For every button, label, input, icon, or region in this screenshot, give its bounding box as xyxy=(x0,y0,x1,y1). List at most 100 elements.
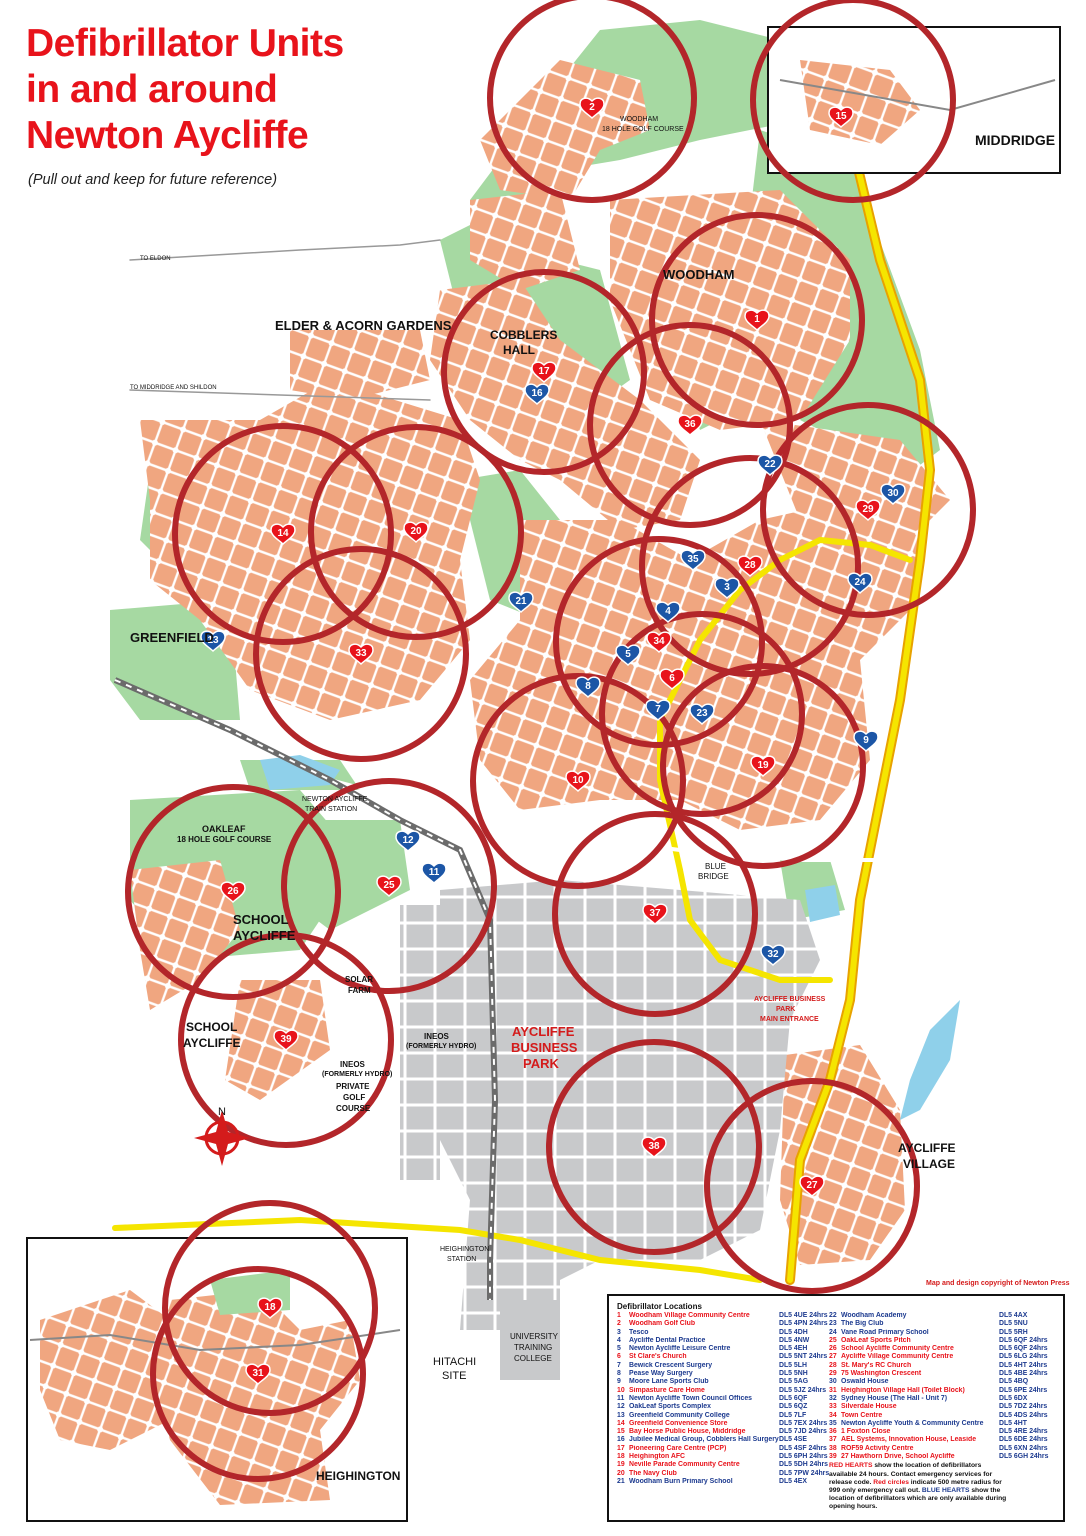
legend-location-name: School Aycliffe Community Centre xyxy=(841,1345,954,1353)
defibrillator-marker-6[interactable]: 6 xyxy=(659,668,685,691)
coverage-circles xyxy=(125,0,976,1482)
coverage-circle xyxy=(760,402,976,618)
defibrillator-marker-30[interactable]: 30 xyxy=(880,483,906,506)
defibrillator-marker-32[interactable]: 32 xyxy=(760,944,786,967)
defibrillator-marker-20[interactable]: 20 xyxy=(403,521,429,544)
defibrillator-marker-15[interactable]: 15 xyxy=(828,106,854,129)
legend-location-name: Woodham Village Community Centre xyxy=(629,1312,750,1319)
defibrillator-marker-9[interactable]: 9 xyxy=(853,730,879,753)
north-compass-icon xyxy=(194,1110,250,1166)
defibrillator-marker-33[interactable]: 33 xyxy=(348,643,374,666)
defibrillator-marker-35[interactable]: 35 xyxy=(680,549,706,572)
marker-number: 5 xyxy=(625,649,631,660)
middridge-inset xyxy=(767,26,1061,174)
label-ineos-3: INEOS xyxy=(340,1060,365,1069)
legend-postcode: DL5 6XN 24hrs xyxy=(999,1444,1048,1452)
defibrillator-marker-29[interactable]: 29 xyxy=(855,499,881,522)
label-to-middridge: TO MIDDRIDGE AND SHILDON xyxy=(130,385,217,391)
defibrillator-marker-17[interactable]: 17 xyxy=(531,361,557,384)
blue-heart-icon xyxy=(645,699,671,722)
legend-number: 19 xyxy=(617,1461,625,1469)
defibrillator-marker-2[interactable]: 2 xyxy=(579,97,605,120)
defibrillator-marker-21[interactable]: 21 xyxy=(508,591,534,614)
markers[interactable]: 1234567891011121314151617181920212223242… xyxy=(200,97,906,1386)
defibrillator-marker-25[interactable]: 25 xyxy=(376,875,402,898)
legend-location-name: Woodham Burn Primary School xyxy=(629,1477,733,1485)
residential-areas xyxy=(40,50,950,1500)
label-cobblers-hall: COBBLERS xyxy=(490,328,558,342)
marker-number: 32 xyxy=(767,949,779,960)
defibrillator-marker-10[interactable]: 10 xyxy=(565,770,591,793)
legend-number: 7 xyxy=(617,1361,621,1369)
defibrillator-marker-26[interactable]: 26 xyxy=(220,881,246,904)
legend-number: 28 xyxy=(829,1361,837,1369)
legend-postcode: DL5 6QF xyxy=(779,1394,808,1402)
defibrillator-marker-8[interactable]: 8 xyxy=(575,676,601,699)
marker-number: 38 xyxy=(648,1141,660,1152)
defibrillator-marker-38[interactable]: 38 xyxy=(641,1136,667,1159)
defibrillator-marker-24[interactable]: 24 xyxy=(847,572,873,595)
defibrillator-marker-11[interactable]: 11 xyxy=(421,862,447,885)
defibrillator-marker-19[interactable]: 19 xyxy=(750,755,776,778)
title-line-1: Defibrillator Units xyxy=(26,22,344,65)
defibrillator-marker-3[interactable]: 3 xyxy=(714,577,740,600)
defibrillator-marker-14[interactable]: 14 xyxy=(270,523,296,546)
legend-postcode: DL5 6QF 24hrs xyxy=(999,1336,1048,1344)
legend-postcode: DL5 6DE 24hrs xyxy=(999,1436,1048,1444)
label-station: NEWTON AYCLIFFE xyxy=(302,796,368,803)
defibrillator-marker-28[interactable]: 28 xyxy=(737,555,763,578)
legend-postcode: DL5 5JZ 24hrs xyxy=(779,1386,827,1394)
label-hitachi-2: SITE xyxy=(442,1370,467,1382)
legend-postcode: DL5 7EX 24hrs xyxy=(779,1419,828,1427)
defibrillator-marker-1[interactable]: 1 xyxy=(744,309,770,332)
label-ineos-6: GOLF xyxy=(343,1093,366,1102)
defibrillator-marker-7[interactable]: 7 xyxy=(645,699,671,722)
legend-number: 31 xyxy=(829,1386,837,1394)
defibrillator-marker-34[interactable]: 34 xyxy=(646,631,672,654)
label-blue-bridge-2: BRIDGE xyxy=(698,872,729,881)
defibrillator-marker-23[interactable]: 23 xyxy=(689,703,715,726)
label-business-entrance-3: MAIN ENTRANCE xyxy=(760,1016,819,1023)
marker-number: 29 xyxy=(862,504,874,515)
legend-postcode: DL5 6QZ xyxy=(779,1403,808,1411)
legend-postcode: DL5 4HT xyxy=(999,1419,1027,1427)
defibrillator-marker-39[interactable]: 39 xyxy=(273,1029,299,1052)
red-heart-icon xyxy=(273,1029,299,1052)
label-woodham: WOODHAM xyxy=(663,267,735,282)
defibrillator-marker-18[interactable]: 18 xyxy=(257,1297,283,1320)
water xyxy=(260,755,960,1120)
legend-location-name: Pease Way Surgery xyxy=(629,1370,693,1378)
defibrillator-marker-5[interactable]: 5 xyxy=(615,644,641,667)
defibrillator-marker-37[interactable]: 37 xyxy=(642,903,668,926)
blue-heart-icon xyxy=(615,644,641,667)
marker-number: 19 xyxy=(757,760,769,771)
defibrillator-marker-27[interactable]: 27 xyxy=(799,1175,825,1198)
defibrillator-marker-16[interactable]: 16 xyxy=(524,383,550,406)
defibrillator-marker-22[interactable]: 22 xyxy=(757,454,783,477)
red-heart-icon xyxy=(642,903,668,926)
marker-number: 25 xyxy=(383,880,395,891)
defibrillator-marker-12[interactable]: 12 xyxy=(395,830,421,853)
defibrillator-marker-31[interactable]: 31 xyxy=(245,1363,271,1386)
red-heart-icon xyxy=(220,881,246,904)
marker-number: 17 xyxy=(538,366,550,377)
label-aycliffe-village-2: VILLAGE xyxy=(903,1157,956,1171)
legend-location-name: OakLeaf Sports Pitch xyxy=(841,1336,911,1344)
legend-postcode: DL5 6DX xyxy=(999,1394,1028,1402)
defibrillator-marker-36[interactable]: 36 xyxy=(677,414,703,437)
marker-number: 27 xyxy=(806,1180,818,1191)
marker-number: 31 xyxy=(252,1368,264,1379)
blue-heart-icon xyxy=(880,483,906,506)
defibrillator-marker-4[interactable]: 4 xyxy=(655,601,681,624)
marker-number: 23 xyxy=(696,708,708,719)
legend-location-name: The Big Club xyxy=(841,1320,884,1328)
